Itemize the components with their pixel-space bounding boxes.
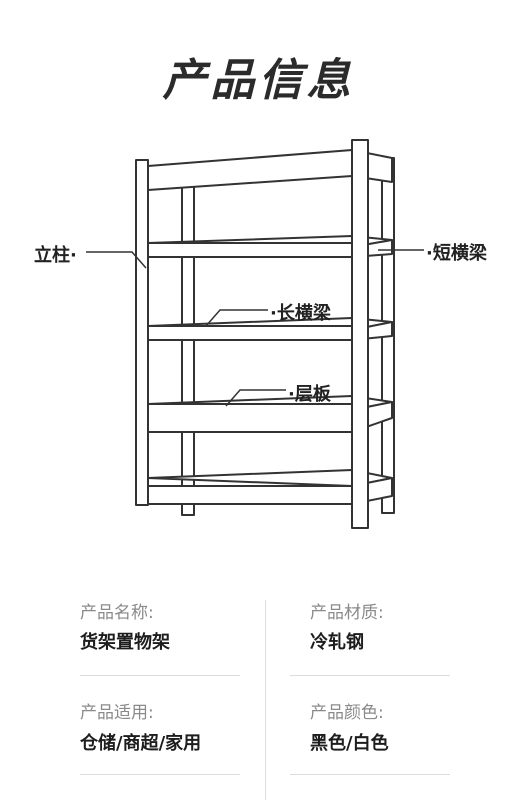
product-usage-label: 产品适用: [80,703,154,723]
back-left-upright [181,184,195,516]
shelf-1-front [147,242,353,258]
callout-long-beam: ·长横梁 [270,303,331,324]
upright-leader [86,251,147,269]
info-divider-right-2 [290,774,450,775]
product-color-label: 产品颜色: [310,703,384,723]
shelf-diagram [86,139,424,529]
long-beam-leader [205,309,268,327]
callout-short-beam: ·短横梁 [426,243,487,264]
product-material-value: 冷轧钢 [310,632,364,653]
info-divider-left [80,675,240,676]
info-divider-left-2 [80,774,240,775]
front-right-upright [351,139,369,529]
shelf-3-front [147,403,353,433]
shelf-2-front [147,325,353,341]
callout-shelf: ·层板 [288,384,331,405]
callout-upright: 立柱· [34,245,77,266]
info-divider-vertical [265,600,266,800]
product-name-value: 货架置物架 [80,632,170,653]
product-usage-value: 仓储/商超/家用 [80,733,202,754]
product-material-label: 产品材质: [310,603,384,623]
product-color-value: 黑色/白色 [310,733,389,754]
info-divider-right [290,675,450,676]
front-left-upright [135,159,149,506]
shelf-4-front [147,485,353,505]
page-title: 产品信息 [162,55,355,106]
product-name-label: 产品名称: [80,603,154,623]
shelf-leader [225,389,286,407]
